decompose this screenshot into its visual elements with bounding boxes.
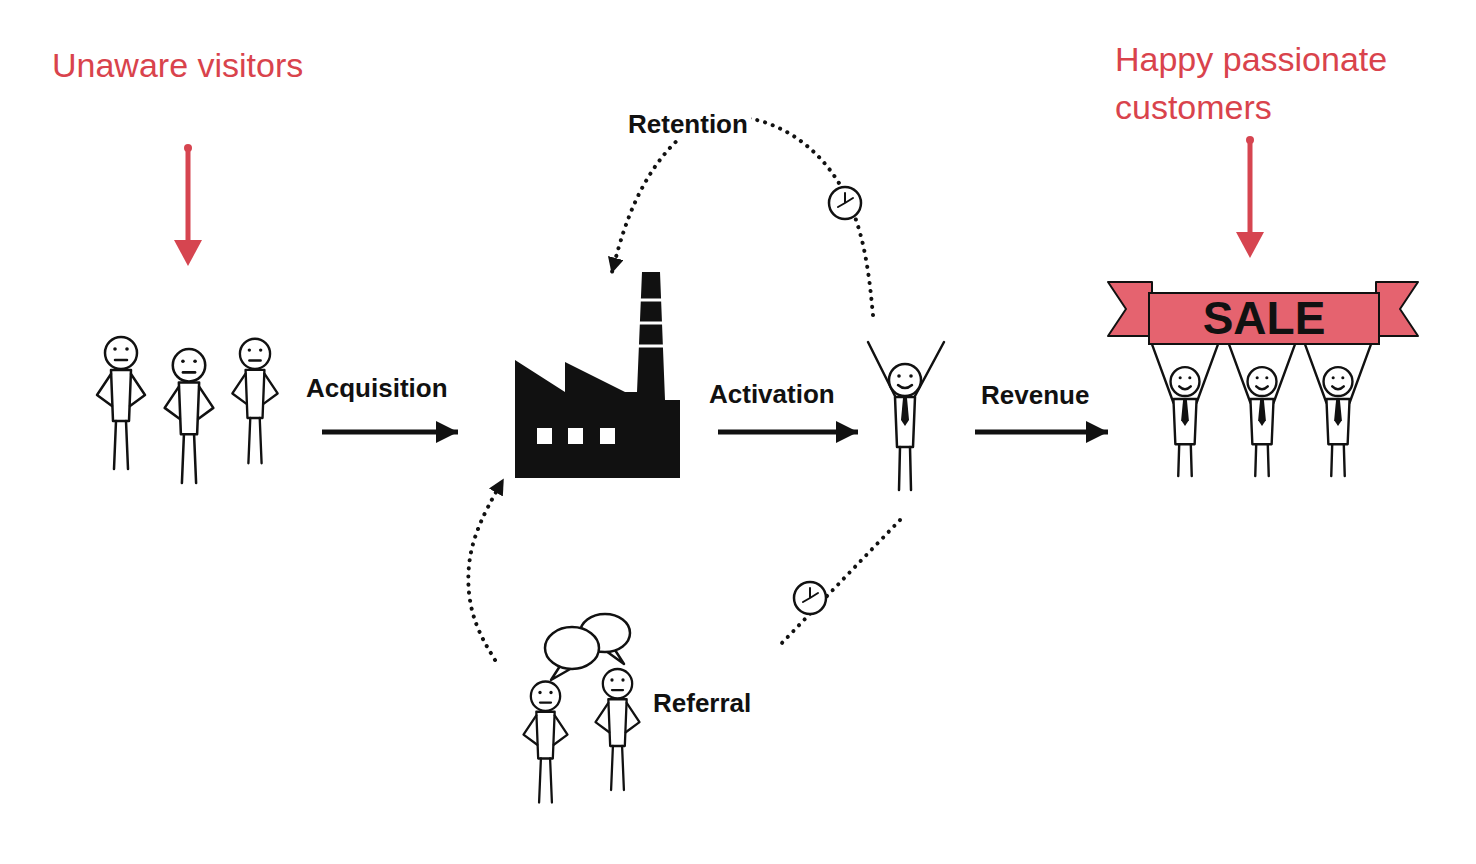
callout-arrow [174, 144, 202, 266]
customer-figures [1152, 345, 1371, 476]
arrow-dot [184, 144, 192, 152]
banner-fold [1108, 282, 1152, 336]
figure-arms [868, 342, 944, 396]
referral-figures [524, 669, 640, 803]
referral-figure [596, 669, 640, 790]
edge-label: Retention [625, 108, 751, 140]
sale-banner: SALE [1148, 292, 1380, 345]
speech-bubbles [545, 614, 630, 680]
customer-group: Happy passionate customersSALE [1108, 20, 1420, 480]
visitor-figure [232, 339, 277, 463]
clock-hands [803, 588, 818, 602]
dotted-connector [780, 520, 900, 645]
arrow-head [1236, 232, 1264, 258]
visitor-figure [165, 349, 214, 483]
arrow-dot [1246, 136, 1254, 144]
customer-figure [1229, 345, 1295, 476]
figure-legs [899, 447, 911, 490]
figure-tie [901, 398, 909, 426]
customer-figure [1152, 345, 1218, 476]
clock-face [794, 582, 826, 614]
chimney-stripes [637, 300, 665, 346]
flow-arrow [718, 430, 858, 435]
factory-window [600, 428, 615, 444]
factory-icon [515, 272, 680, 478]
visitor-figures [97, 337, 278, 483]
flow-arrow [322, 430, 458, 435]
group-caption: Happy passionate customers [1115, 36, 1415, 131]
flow-arrow [975, 430, 1108, 435]
edge-label: Revenue [978, 379, 1092, 411]
group-caption: Unaware visitors [52, 42, 334, 90]
figure-head [889, 364, 921, 396]
factory-window [568, 428, 583, 444]
speech-bubble [545, 627, 599, 669]
banner-fold [1376, 282, 1418, 336]
group-caption: Referral [653, 688, 773, 719]
figure-eye [909, 374, 913, 378]
people-group: Unaware visitors [40, 20, 322, 490]
referral-group: Referral [495, 605, 780, 815]
figure-torso [895, 397, 915, 447]
figure-eye [897, 374, 901, 378]
factory-window [537, 428, 552, 444]
referral-figure [524, 682, 568, 803]
customer-figure [1305, 345, 1371, 476]
edge-label: Acquisition [303, 372, 451, 404]
activated-customer [858, 315, 975, 520]
activated-figure [868, 342, 944, 490]
bubble-tail [606, 650, 624, 664]
clock-hands [838, 193, 853, 207]
visitor-figure [97, 337, 145, 469]
arrow-shaft [1248, 140, 1253, 236]
clock-icon [794, 582, 826, 614]
speech-bubble [580, 614, 630, 652]
arrow-shaft [186, 148, 191, 244]
bubble-tail [551, 666, 572, 680]
dotted-connector [612, 117, 873, 315]
figure-mouth [898, 385, 912, 388]
clock-face [829, 187, 861, 219]
edge-label: Activation [706, 378, 838, 410]
factory [458, 272, 718, 480]
dotted-connector [468, 480, 503, 660]
callout-arrow [1236, 136, 1264, 258]
factory-body [515, 272, 680, 478]
banner-text: SALE [1150, 294, 1378, 343]
clock-icon [829, 187, 861, 219]
arrow-head [174, 240, 202, 266]
